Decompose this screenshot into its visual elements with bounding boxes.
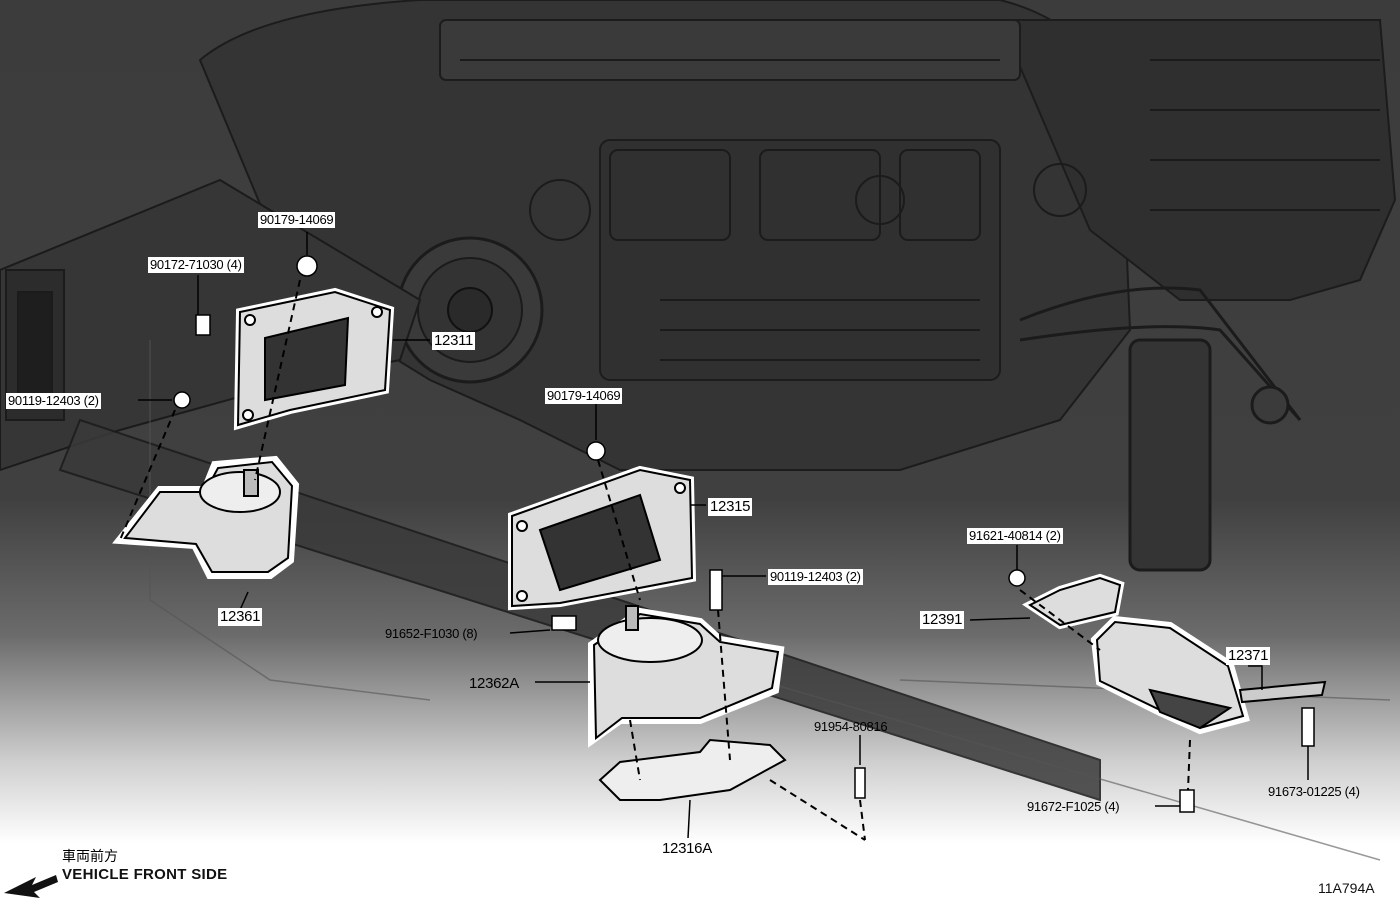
part-12361 <box>112 455 300 579</box>
illustration-reference: 11A794A <box>1318 880 1375 896</box>
part-12316a <box>598 738 787 801</box>
assembly-dashes <box>119 279 1191 841</box>
crank-pulley <box>396 236 544 384</box>
label-90119-12403-mid: 90119-12403 (2) <box>768 569 863 585</box>
engine-details <box>460 59 1380 361</box>
label-90179-14069-top: 90179-14069 <box>258 212 336 228</box>
label-12371: 12371 <box>1226 647 1271 665</box>
label-90172-71030: 90172-71030 (4) <box>148 257 244 273</box>
leader-lines <box>138 232 1309 839</box>
label-90119-12403-left: 90119-12403 (2) <box>6 393 101 409</box>
part-12315 <box>508 465 697 611</box>
label-12316a: 12316A <box>662 840 712 857</box>
suspension-arm <box>1019 286 1302 572</box>
label-91621-40814: 91621-40814 (2) <box>967 528 1063 544</box>
engine-block <box>198 0 1397 471</box>
front-label-jp: 車両前方 <box>62 848 118 864</box>
label-91673-01225: 91673-01225 (4) <box>1268 784 1360 799</box>
label-12315: 12315 <box>708 498 753 516</box>
label-90179-14069-mid: 90179-14069 <box>545 388 623 404</box>
front-label-en: VEHICLE FRONT SIDE <box>62 866 228 883</box>
part-12371 <box>1090 615 1327 735</box>
part-12391 <box>1022 573 1125 630</box>
front-arrow-icon <box>4 875 58 898</box>
label-12311: 12311 <box>432 332 476 350</box>
label-91954-80816: 91954-80816 <box>814 719 888 734</box>
label-91672-f1025: 91672-F1025 (4) <box>1027 799 1120 814</box>
label-12391: 12391 <box>920 611 965 629</box>
label-12362a: 12362A <box>469 675 519 692</box>
bolts <box>173 255 1315 813</box>
label-12361: 12361 <box>218 608 263 626</box>
part-12311 <box>233 287 395 431</box>
label-91652-f1030: 91652-F1030 (8) <box>385 626 478 641</box>
part-12362a <box>588 605 785 748</box>
